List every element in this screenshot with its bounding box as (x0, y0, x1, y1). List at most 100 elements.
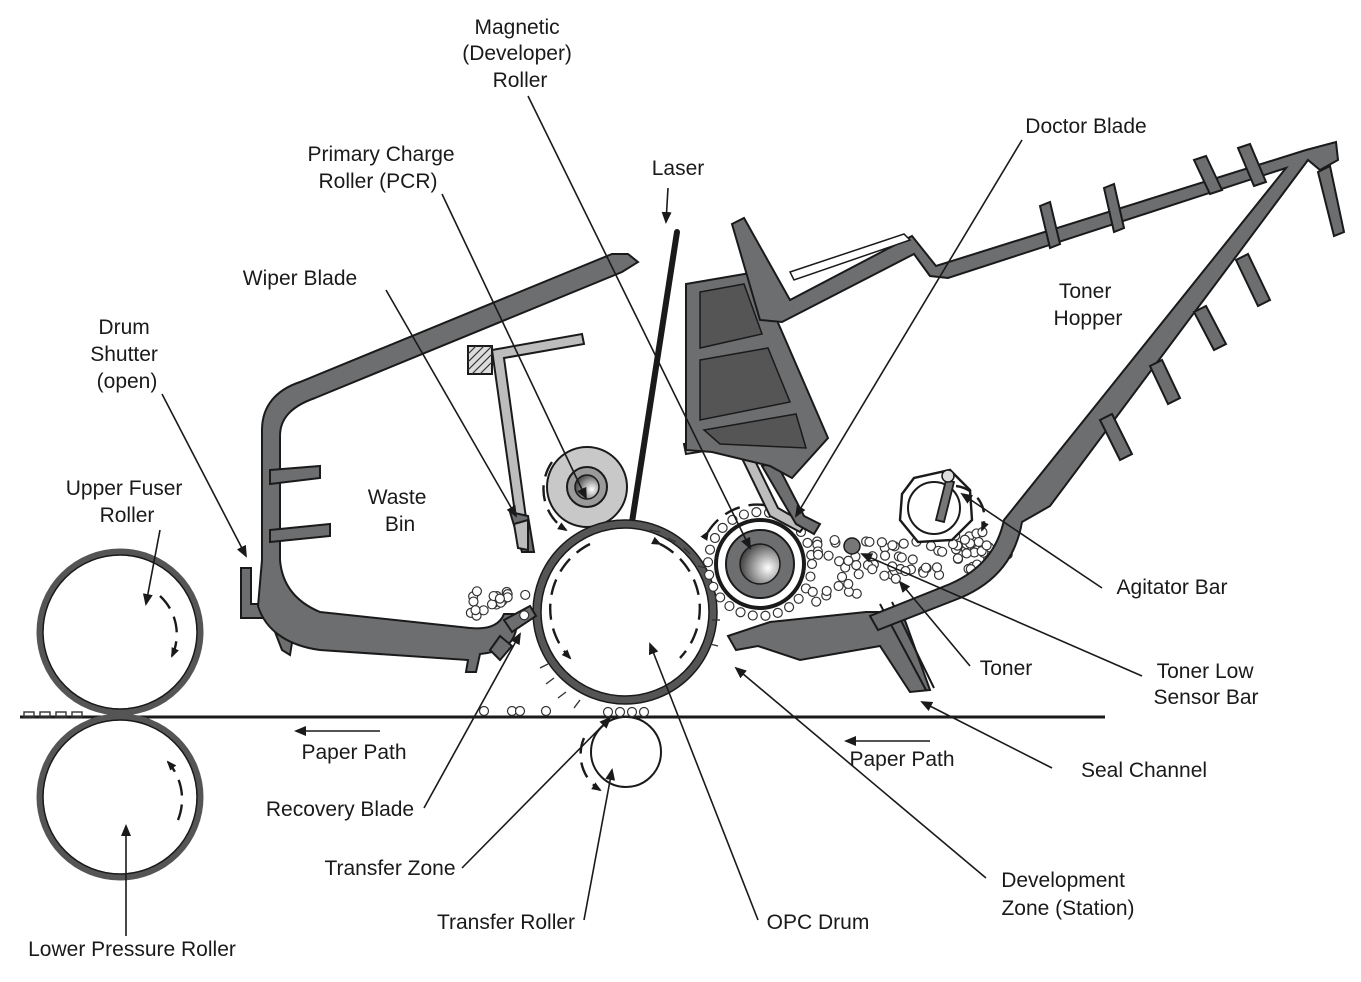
toner-bead (470, 604, 481, 616)
toner-bead (702, 557, 714, 568)
toner-bead (812, 549, 824, 560)
toner-hopper-housing (730, 140, 1340, 632)
toner-bead (805, 571, 816, 582)
label-opc-drum: OPC Drum (767, 911, 870, 934)
label-waste-bin: Waste Bin (368, 486, 433, 536)
toner-bead (937, 546, 948, 557)
toner-bead (751, 507, 762, 518)
hopper-bottom-ribs (1098, 252, 1272, 462)
toner-bead (602, 706, 614, 718)
toner-bead (867, 564, 878, 575)
toner-bead (724, 600, 735, 612)
label-agitator-bar: Agitator Bar (1117, 576, 1228, 599)
toner-bead (843, 578, 854, 590)
toner-bead (708, 581, 719, 592)
toner-low-sensor-bar (843, 537, 861, 555)
agitator-bar (898, 468, 989, 544)
labels: Magnetic (Developer) Roller Doctor Blade… (28, 16, 1259, 961)
waste-bin-rib-1 (269, 464, 321, 486)
toner-bead (836, 571, 848, 583)
label-primary-charge-roller: Primary Charge Roller (PCR) (308, 143, 461, 193)
toner-bead (879, 550, 891, 561)
toner-bead (760, 610, 771, 621)
toner-bead (833, 580, 844, 592)
toner-bead (864, 536, 875, 548)
toner-bead (520, 589, 531, 601)
toner-bead (952, 553, 964, 564)
label-magnetic-roller: Magnetic (Developer) Roller (462, 16, 578, 92)
toner-bead (704, 544, 716, 555)
toner-bead (907, 554, 918, 565)
developer-lower-housing (726, 611, 932, 694)
toner-bead (959, 534, 970, 545)
toner-bead (834, 556, 845, 567)
toner-bead (494, 593, 506, 604)
toner-bead (478, 705, 490, 717)
developer-block-cut-1 (699, 283, 763, 349)
label-wiper-blade: Wiper Blade (243, 267, 357, 290)
leader-lines (121, 95, 1143, 936)
hopper-window (788, 233, 912, 281)
label-transfer-roller: Transfer Roller (437, 911, 575, 934)
developer-block-cut-2 (699, 347, 792, 421)
label-upper-fuser-roller: Upper Fuser Roller (66, 477, 189, 527)
recovery-blade (502, 604, 538, 634)
toner-bead (715, 592, 726, 603)
label-recovery-blade: Recovery Blade (266, 798, 414, 821)
toner-bead (614, 706, 626, 718)
primary-charge-roller (542, 446, 628, 532)
toner-bead (811, 596, 822, 607)
toner-bead (626, 706, 638, 718)
toner-bead (821, 585, 832, 597)
toner-bead (806, 558, 818, 570)
toner-bead (802, 537, 813, 548)
toner-bead (853, 569, 864, 580)
toner-bead (829, 534, 840, 546)
toner-bead (851, 560, 862, 571)
toner-bead (738, 509, 750, 520)
wiper-blade-holder (512, 518, 529, 552)
upper-fuser-roller (36, 548, 204, 716)
toner-bead (709, 532, 721, 544)
label-paper-path-right: Paper Path (849, 748, 954, 771)
developer-block-cut-3 (702, 413, 808, 449)
toner-bead (638, 706, 650, 718)
toner-bead (887, 540, 898, 551)
toner-bead (717, 522, 728, 533)
toner-bead (747, 610, 758, 621)
label-lower-pressure-roller: Lower Pressure Roller (28, 938, 236, 961)
toner-bead (793, 593, 804, 604)
toner-particles (465, 507, 1013, 718)
toner-bead (896, 552, 907, 563)
toner-bead (514, 705, 526, 717)
waste-bin-rib-2 (269, 522, 331, 544)
label-toner-low-sensor-bar: Toner Low Sensor Bar (1153, 660, 1259, 709)
toner-bead (876, 537, 888, 548)
opc-drum (532, 519, 718, 705)
toner-bead (890, 573, 901, 584)
toner-bead (823, 550, 834, 561)
label-toner-hopper: Toner Hopper (1054, 280, 1123, 330)
transfer-roller (579, 716, 662, 792)
hopper-top-ribs (1038, 142, 1346, 250)
label-paper-path-left: Paper Path (301, 741, 406, 764)
toner-bead (807, 586, 818, 598)
toner-bead (540, 705, 552, 717)
wiper-blade-pad-hatch (467, 345, 493, 375)
toner-bead (519, 610, 530, 621)
paper-edge-marks (23, 711, 83, 718)
toner-bead (486, 599, 498, 610)
toner-bead (898, 538, 909, 549)
toner-bead (931, 562, 943, 573)
laser-beam (629, 229, 680, 525)
label-doctor-blade: Doctor Blade (1025, 115, 1146, 138)
toner-bead (879, 570, 890, 581)
toner-bead (471, 586, 483, 597)
toner-bead (468, 596, 479, 607)
label-laser: Laser (652, 157, 705, 180)
toner-bead (981, 540, 992, 551)
drum-toner-hatching (539, 529, 720, 709)
magnetic-developer-roller (700, 503, 806, 610)
